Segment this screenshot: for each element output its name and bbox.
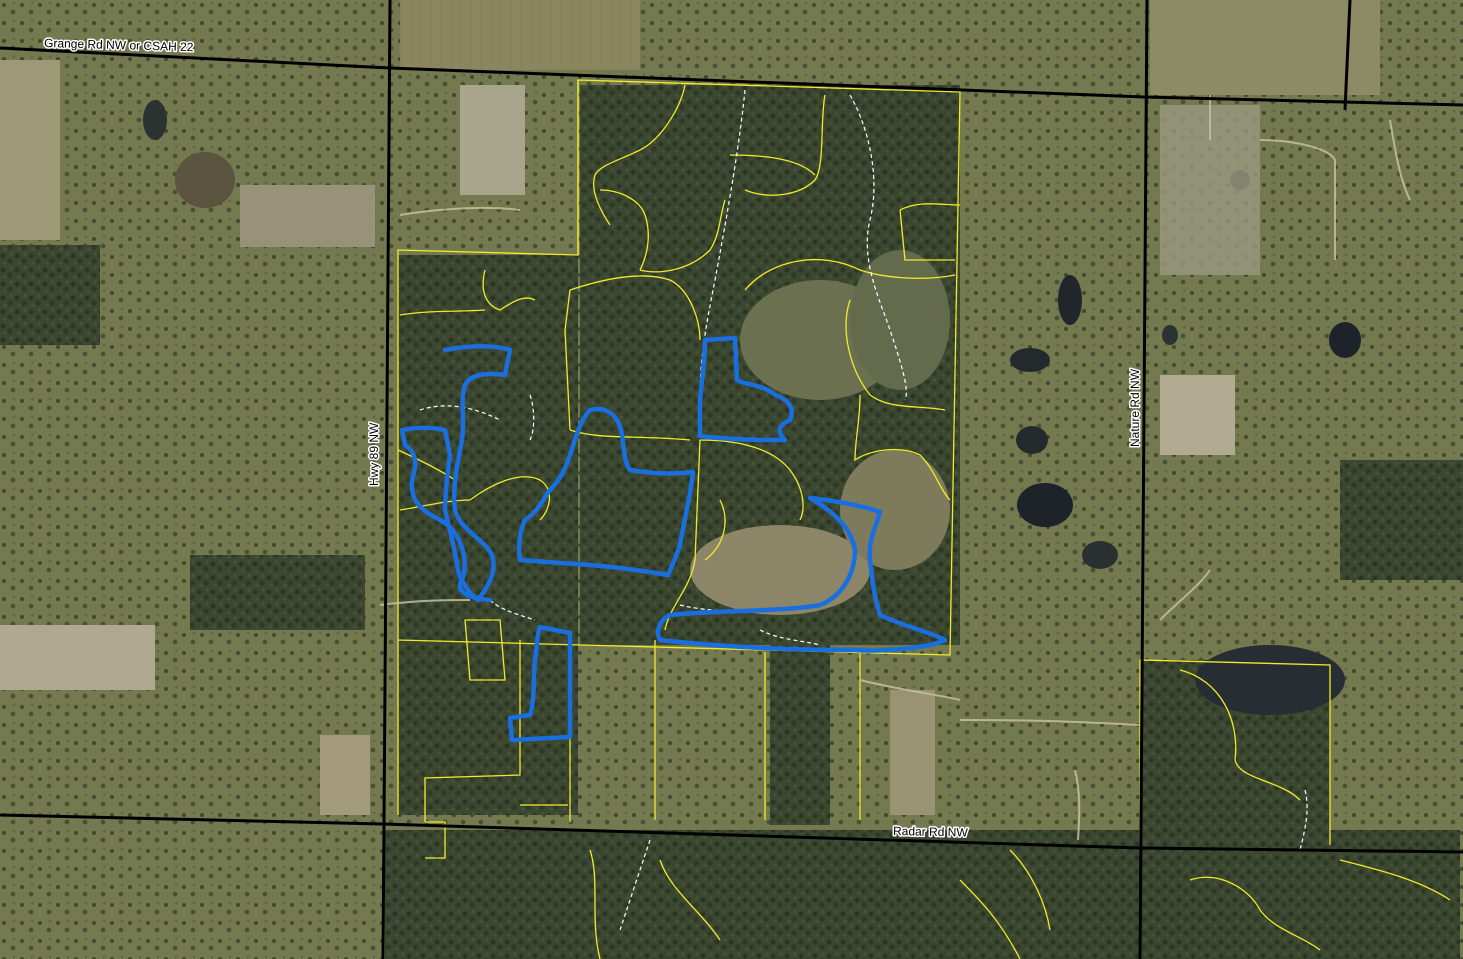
pond [1017, 483, 1073, 527]
road-label-radar: Radar Rd NW [893, 824, 969, 840]
pond [175, 152, 235, 208]
field-area [460, 85, 525, 195]
road-label-grange: Grange Rd NW or CSAH 22 [44, 36, 194, 54]
field-area [890, 690, 935, 815]
forest-area [385, 830, 1460, 959]
field-area [1150, 0, 1380, 95]
road-label-nature: Nature Rd NW [1128, 368, 1142, 447]
forest-area [398, 255, 578, 815]
meadow-area [840, 450, 950, 570]
nature-rd-line [1138, 0, 1149, 959]
dirt-roads [379, 95, 1411, 841]
route-north [697, 335, 795, 443]
pond [1082, 541, 1118, 569]
pond [1010, 348, 1050, 372]
pond [1329, 322, 1361, 358]
route-east [655, 495, 948, 653]
field-area [320, 735, 370, 815]
field-area [0, 60, 60, 240]
field-area [1160, 375, 1235, 455]
forest-area [1340, 460, 1463, 580]
field-area [240, 185, 375, 247]
route-west [399, 344, 513, 603]
highlighted-routes[interactable] [399, 335, 948, 743]
grange-rd-line [0, 46, 1463, 107]
pond [1058, 275, 1082, 325]
pond [143, 100, 167, 140]
hwy-89-line [381, 0, 392, 959]
radar-rd-line [0, 813, 1463, 854]
pond [1016, 426, 1048, 454]
road-label-hwy89: Hwy 89 NW [367, 422, 381, 486]
forest-area [0, 245, 100, 345]
parcel-boundaries [397, 79, 1451, 959]
meadow-area [690, 525, 870, 615]
route-central [516, 406, 696, 578]
forest-area [190, 555, 365, 630]
field-area [0, 625, 155, 690]
forest-area [770, 645, 830, 825]
field-area [400, 0, 640, 70]
pond [1195, 645, 1345, 715]
route-south [507, 624, 573, 743]
pond [1162, 325, 1178, 345]
meadow-area [850, 250, 950, 390]
